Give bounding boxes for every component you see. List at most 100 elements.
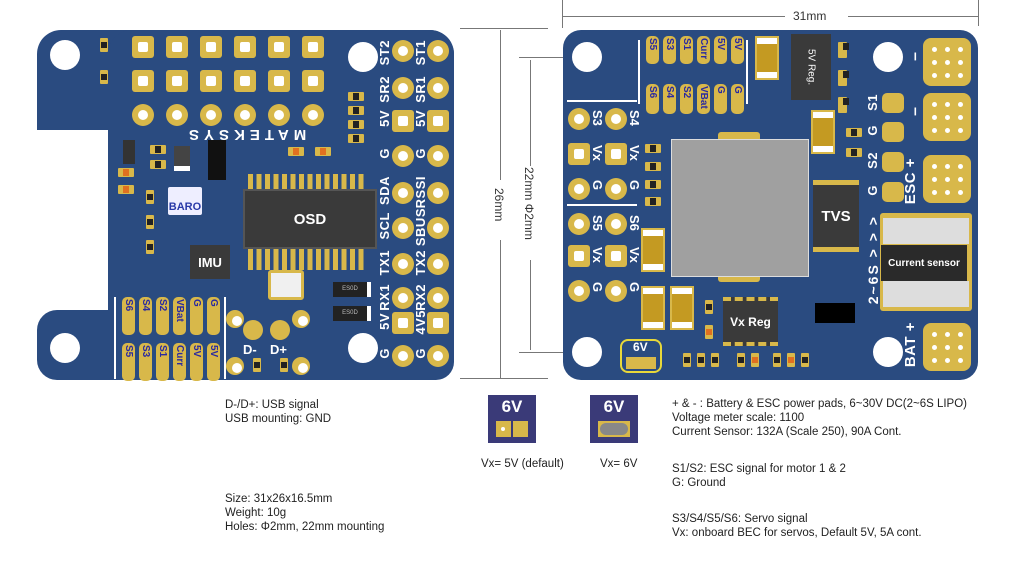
note-line: D-/D+: USB signal <box>225 399 319 411</box>
crystal <box>268 270 304 300</box>
resistor <box>737 353 745 367</box>
pad <box>200 36 222 58</box>
vx-jumper[interactable] <box>620 339 662 373</box>
capacitor <box>315 147 331 156</box>
resistor <box>846 148 862 157</box>
stripe-pad: S1 <box>156 343 169 381</box>
servo-pad <box>605 178 627 200</box>
pin-pad <box>392 40 414 62</box>
usb-mount-pad <box>292 357 310 375</box>
note-line: + & - : Battery & ESC power pads, 6~30V … <box>672 398 967 410</box>
resistor <box>253 358 261 372</box>
mounting-hole <box>873 337 903 367</box>
pad <box>132 104 154 126</box>
divider <box>224 297 226 379</box>
capacitor <box>751 353 759 367</box>
resistor <box>697 353 705 367</box>
pin-label: RSSI <box>413 176 428 209</box>
mounting-hole <box>348 333 378 363</box>
pin-label: SBUS <box>413 208 428 247</box>
pin-pad <box>392 182 414 204</box>
dim-height-line <box>500 240 501 378</box>
pin-pad <box>392 217 414 239</box>
stripe-pad: S2 <box>680 84 693 114</box>
stripe-pad: VBat <box>173 297 186 335</box>
inductor-pad <box>718 272 760 282</box>
resistor <box>711 353 719 367</box>
dim-tick <box>562 0 563 28</box>
jumper-default: 6V <box>488 395 536 443</box>
servo-label: G <box>590 180 605 191</box>
dim-tick <box>460 378 548 379</box>
stripe-pad: 5V <box>731 36 744 64</box>
pin-label: 5V <box>377 313 392 330</box>
servo-label: S5 <box>590 215 605 231</box>
dim-width-label: 31mm <box>793 9 827 23</box>
esc-label: G <box>865 125 880 136</box>
resistor <box>146 240 154 254</box>
note-line: S3/S4/S5/S6: Servo signal <box>672 513 808 525</box>
pin-pad <box>427 110 449 132</box>
stripe-pad: S3 <box>139 343 152 381</box>
divider <box>114 297 116 379</box>
minus-label: – <box>907 107 924 116</box>
vx-jumper-pads <box>626 357 656 369</box>
note-line: Current Sensor: 132A (Scale 250), 90A Co… <box>672 426 902 438</box>
servo-pad <box>568 245 590 267</box>
tvs-label: TVS <box>821 207 851 225</box>
usb-mount-pad <box>226 357 244 375</box>
resistor <box>645 144 661 153</box>
pad <box>268 104 290 126</box>
divider <box>567 204 637 206</box>
pin-pad <box>392 253 414 275</box>
servo-pad <box>605 108 627 130</box>
usb-notes: D-/D+: USB signal USB mounting: GND <box>225 398 331 426</box>
jumper-caption: Vx= 5V (default) <box>481 458 564 470</box>
capacitor <box>670 286 694 330</box>
dim-tick <box>519 57 589 58</box>
servo-notes: S3/S4/S5/S6: Servo signal Vx: onboard BE… <box>672 512 922 540</box>
dim-tick <box>460 28 548 29</box>
note-line: Voltage meter scale: 1100 <box>672 412 805 424</box>
note-line: Vx: onboard BEC for servos, Default 5V, … <box>672 527 922 539</box>
resistor <box>683 353 691 367</box>
stripe-pad: 5V <box>714 36 727 64</box>
jumper-caption: Vx= 6V <box>600 458 638 470</box>
servo-pad <box>568 108 590 130</box>
pad <box>200 70 222 92</box>
brand-logo: MATEKSYS <box>184 126 307 143</box>
stripe-pad: S6 <box>122 297 135 335</box>
stripe-pad: G <box>714 84 727 114</box>
resistor <box>100 38 108 52</box>
esc-label: S1 <box>865 94 880 111</box>
pin-label: 5V <box>413 110 428 127</box>
pad <box>132 36 154 58</box>
esc-plus-pad <box>923 155 971 203</box>
pad <box>268 36 290 58</box>
jumper-pad-right <box>513 421 528 437</box>
diode: ES0D <box>333 282 371 297</box>
servo-label: S6 <box>627 215 642 231</box>
servo-label: S3 <box>590 110 605 126</box>
stripe-pad: S5 <box>122 343 135 381</box>
esc-signal-pad <box>882 182 904 202</box>
resistor <box>645 197 661 206</box>
transistor <box>123 140 135 164</box>
cell-count-label: 2~6S > > > <box>865 215 881 305</box>
pad <box>302 70 324 92</box>
pin-pad <box>427 77 449 99</box>
reg5v-label: 5V Reg. <box>805 48 817 86</box>
pad <box>302 36 324 58</box>
servo-pad <box>568 213 590 235</box>
note-line: Size: 31x26x16.5mm <box>225 493 333 505</box>
mounting-hole <box>873 42 903 72</box>
diode <box>174 146 190 171</box>
esc-minus-pad <box>923 38 971 86</box>
mosfet <box>815 303 855 323</box>
resistor <box>838 42 849 58</box>
current-sensor-plate <box>883 218 969 244</box>
resistor <box>348 92 364 101</box>
pin-pad <box>392 110 414 132</box>
pin-pad <box>392 345 414 367</box>
resistor <box>348 120 364 129</box>
